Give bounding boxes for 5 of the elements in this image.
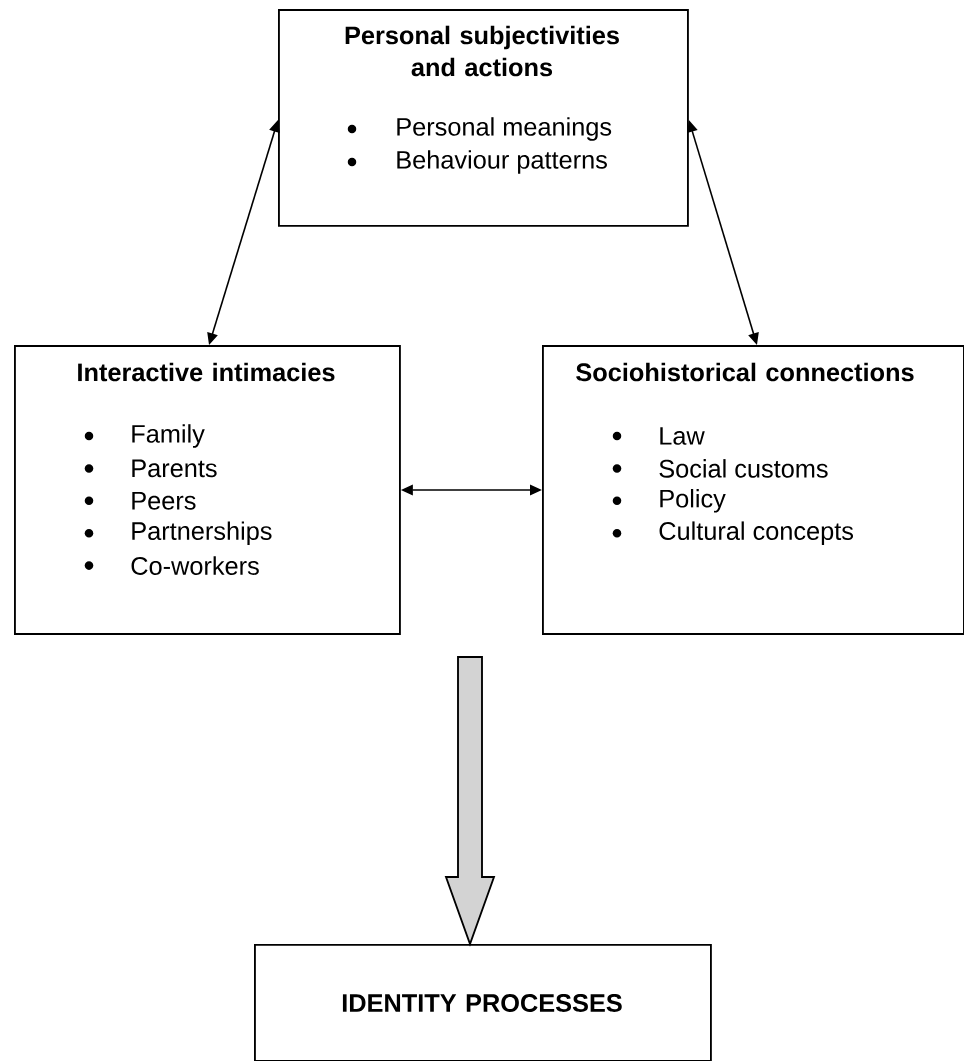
concept-box: Sociohistorical connections Law Social customs Policy Cultural concepts	[542, 345, 964, 635]
block-arrow	[444, 656, 496, 947]
outcome-box: IDENTITY PROCESSES	[254, 944, 712, 1061]
concept-box: Personal subjectivities and actions Personal meanings Behaviour patterns	[278, 9, 689, 227]
concept-box: Interactive intimacies Family Parents Peers Partnerships Co-workers	[14, 345, 401, 635]
